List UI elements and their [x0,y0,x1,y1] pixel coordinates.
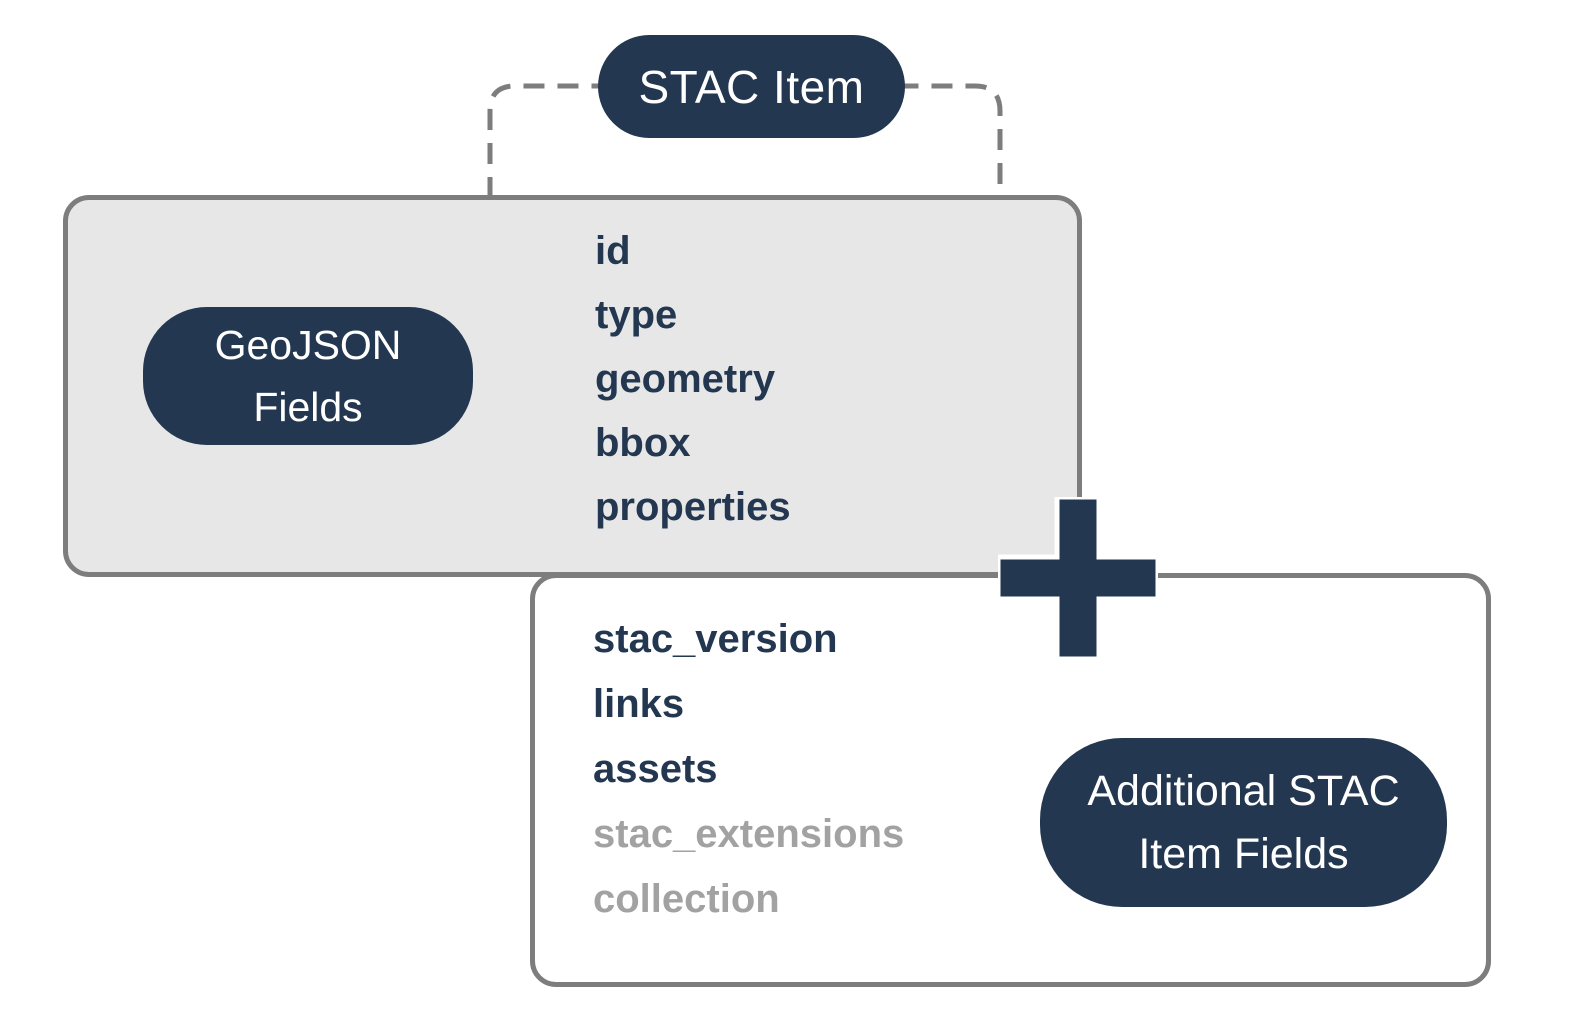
geojson-fields-badge: GeoJSON Fields [143,307,473,445]
stac-item-badge: STAC Item [598,35,905,138]
stac-item-badge-label: STAC Item [638,60,865,113]
additional-badge-line2: Item Fields [1138,829,1349,878]
additional-badge-line1: Additional STAC [1087,766,1400,815]
field-links: links [593,682,685,726]
additional-stac-item-fields-badge: Additional STAC Item Fields [1040,738,1447,907]
plus-icon [998,497,1158,659]
field-type: type [595,293,678,337]
geojson-badge-line1: GeoJSON [214,322,402,368]
field-id: id [595,229,631,273]
field-collection: collection [593,877,780,921]
field-geometry: geometry [595,357,776,401]
field-assets: assets [593,747,718,791]
geojson-field-list: id type geometry bbox properties [595,219,791,539]
field-properties: properties [595,485,791,529]
field-stac-version: stac_version [593,617,838,661]
field-bbox: bbox [595,421,691,465]
stac-field-list: stac_version links assets stac_extension… [593,607,904,932]
geojson-badge-line2: Fields [253,384,363,430]
field-stac-extensions: stac_extensions [593,812,905,856]
